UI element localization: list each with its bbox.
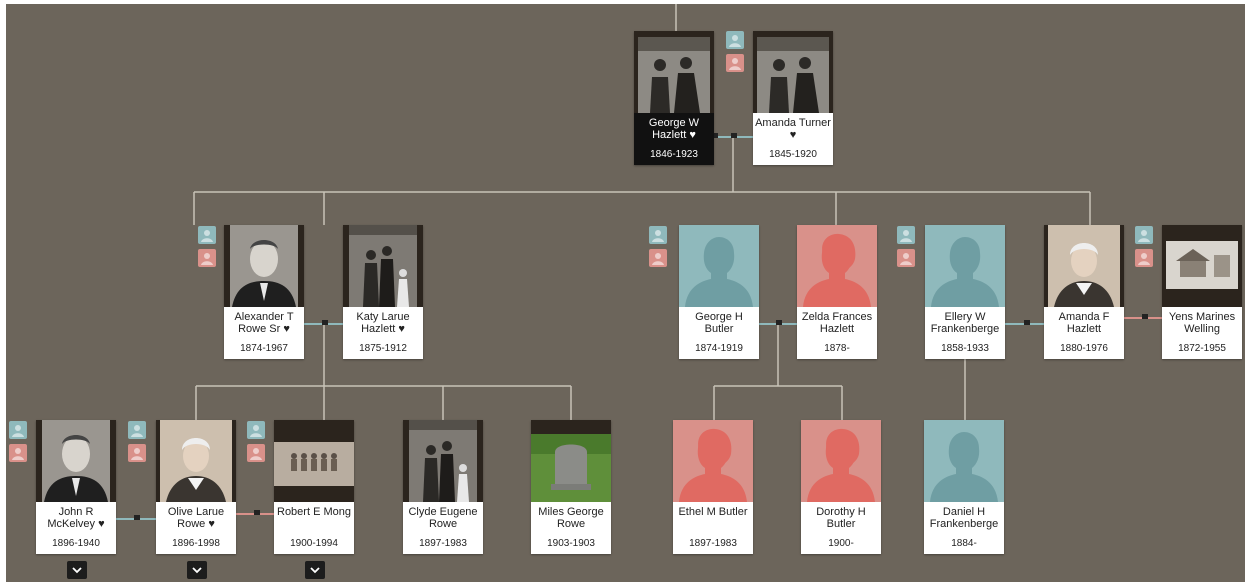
person-dates: 1845-1920 <box>769 149 817 160</box>
person-card[interactable]: Daniel H Frankenberge 1884- <box>924 420 1004 554</box>
male-parent-icon[interactable] <box>1135 226 1153 244</box>
female-parent-icon[interactable] <box>247 444 265 462</box>
person-dates: 1858-1933 <box>941 343 989 354</box>
family-photo <box>343 225 423 307</box>
couple-photo <box>753 31 833 113</box>
person-name: Ellery W Frankenberge <box>930 311 1000 335</box>
person-dates: 1878- <box>824 343 850 354</box>
person-dates: 1880-1976 <box>1060 343 1108 354</box>
male-parent-icon[interactable] <box>9 421 27 439</box>
male-parent-icon[interactable] <box>649 226 667 244</box>
man-portrait-photo <box>36 420 116 502</box>
person-name: Amanda Turner ♥ <box>755 117 831 141</box>
person-card[interactable]: Amanda F Hazlett 1880-1976 <box>1044 225 1124 359</box>
female-parent-icon[interactable] <box>726 54 744 72</box>
person-dates: 1875-1912 <box>359 343 407 354</box>
person-card[interactable]: George W Hazlett ♥ 1846-1923 <box>634 31 714 165</box>
male-parent-icon[interactable] <box>897 226 915 244</box>
person-dates: 1896-1998 <box>172 538 220 549</box>
person-card[interactable]: George H Butler 1874-1919 <box>679 225 759 359</box>
couple-photo <box>634 31 714 113</box>
person-dates: 1897-1983 <box>689 538 737 549</box>
person-dates: 1872-1955 <box>1178 343 1226 354</box>
woman-portrait-photo <box>1044 225 1124 307</box>
person-name: Dorothy H Butler <box>816 506 866 530</box>
family-photo <box>403 420 483 502</box>
female-silhouette <box>797 225 877 307</box>
person-name: John R McKelvey ♥ <box>47 506 105 530</box>
person-card[interactable]: Olive Larue Rowe ♥ 1896-1998 <box>156 420 236 554</box>
person-card[interactable]: John R McKelvey ♥ 1896-1940 <box>36 420 116 554</box>
female-parent-icon[interactable] <box>198 249 216 267</box>
person-name: George H Butler <box>695 311 743 335</box>
person-name: Clyde Eugene Rowe <box>408 506 478 530</box>
person-dates: 1903-1903 <box>547 538 595 549</box>
person-name: Katy Larue Hazlett ♥ <box>356 311 410 335</box>
person-card[interactable]: Ethel M Butler 1897-1983 <box>673 420 753 554</box>
male-parent-icon[interactable] <box>198 226 216 244</box>
person-dates: 1900- <box>828 538 854 549</box>
man-portrait-photo <box>224 225 304 307</box>
female-silhouette <box>673 420 753 502</box>
male-silhouette <box>925 225 1005 307</box>
person-name: George W Hazlett ♥ <box>648 117 700 141</box>
group-photo <box>274 420 354 502</box>
chevron-down-icon[interactable] <box>187 561 207 579</box>
headstone-photo <box>531 420 611 502</box>
female-parent-icon[interactable] <box>128 444 146 462</box>
person-card[interactable]: Zelda Frances Hazlett 1878- <box>797 225 877 359</box>
person-dates: 1896-1940 <box>52 538 100 549</box>
person-card[interactable]: Robert E Mong 1900-1994 <box>274 420 354 554</box>
person-name: Ethel M Butler <box>678 506 748 518</box>
female-parent-icon[interactable] <box>649 249 667 267</box>
house-photo <box>1162 225 1242 307</box>
woman-portrait-photo <box>156 420 236 502</box>
person-name: Amanda F Hazlett <box>1058 311 1110 335</box>
person-card[interactable]: Clyde Eugene Rowe 1897-1983 <box>403 420 483 554</box>
male-parent-icon[interactable] <box>726 31 744 49</box>
person-dates: 1846-1923 <box>650 149 698 160</box>
female-parent-icon[interactable] <box>1135 249 1153 267</box>
male-silhouette <box>924 420 1004 502</box>
tree-connectors <box>116 4 1162 520</box>
person-name: Daniel H Frankenberge <box>929 506 999 530</box>
person-dates: 1900-1994 <box>290 538 338 549</box>
person-card[interactable]: Katy Larue Hazlett ♥ 1875-1912 <box>343 225 423 359</box>
family-tree-canvas[interactable]: George W Hazlett ♥ 1846-1923 Amanda Turner… <box>6 4 1245 582</box>
person-card[interactable]: Dorothy H Butler 1900- <box>801 420 881 554</box>
person-name: Zelda Frances Hazlett <box>801 311 873 335</box>
person-name: Miles George Rowe <box>538 506 604 530</box>
person-card[interactable]: Ellery W Frankenberge 1858-1933 <box>925 225 1005 359</box>
person-name: Robert E Mong <box>277 506 351 518</box>
person-name: Yens Marines Welling <box>1168 311 1236 335</box>
person-dates: 1897-1983 <box>419 538 467 549</box>
person-card[interactable]: Yens Marines Welling 1872-1955 <box>1162 225 1242 359</box>
person-card[interactable]: Miles George Rowe 1903-1903 <box>531 420 611 554</box>
person-name: Olive Larue Rowe ♥ <box>167 506 225 530</box>
person-dates: 1874-1919 <box>695 343 743 354</box>
female-parent-icon[interactable] <box>897 249 915 267</box>
female-parent-icon[interactable] <box>9 444 27 462</box>
male-parent-icon[interactable] <box>247 421 265 439</box>
person-dates: 1884- <box>951 538 977 549</box>
female-silhouette <box>801 420 881 502</box>
male-parent-icon[interactable] <box>128 421 146 439</box>
chevron-down-icon[interactable] <box>305 561 325 579</box>
person-dates: 1874-1967 <box>240 343 288 354</box>
chevron-down-icon[interactable] <box>67 561 87 579</box>
male-silhouette <box>679 225 759 307</box>
person-card[interactable]: Amanda Turner ♥ 1845-1920 <box>753 31 833 165</box>
person-card[interactable]: Alexander T Rowe Sr ♥ 1874-1967 <box>224 225 304 359</box>
person-name: Alexander T Rowe Sr ♥ <box>234 311 294 335</box>
